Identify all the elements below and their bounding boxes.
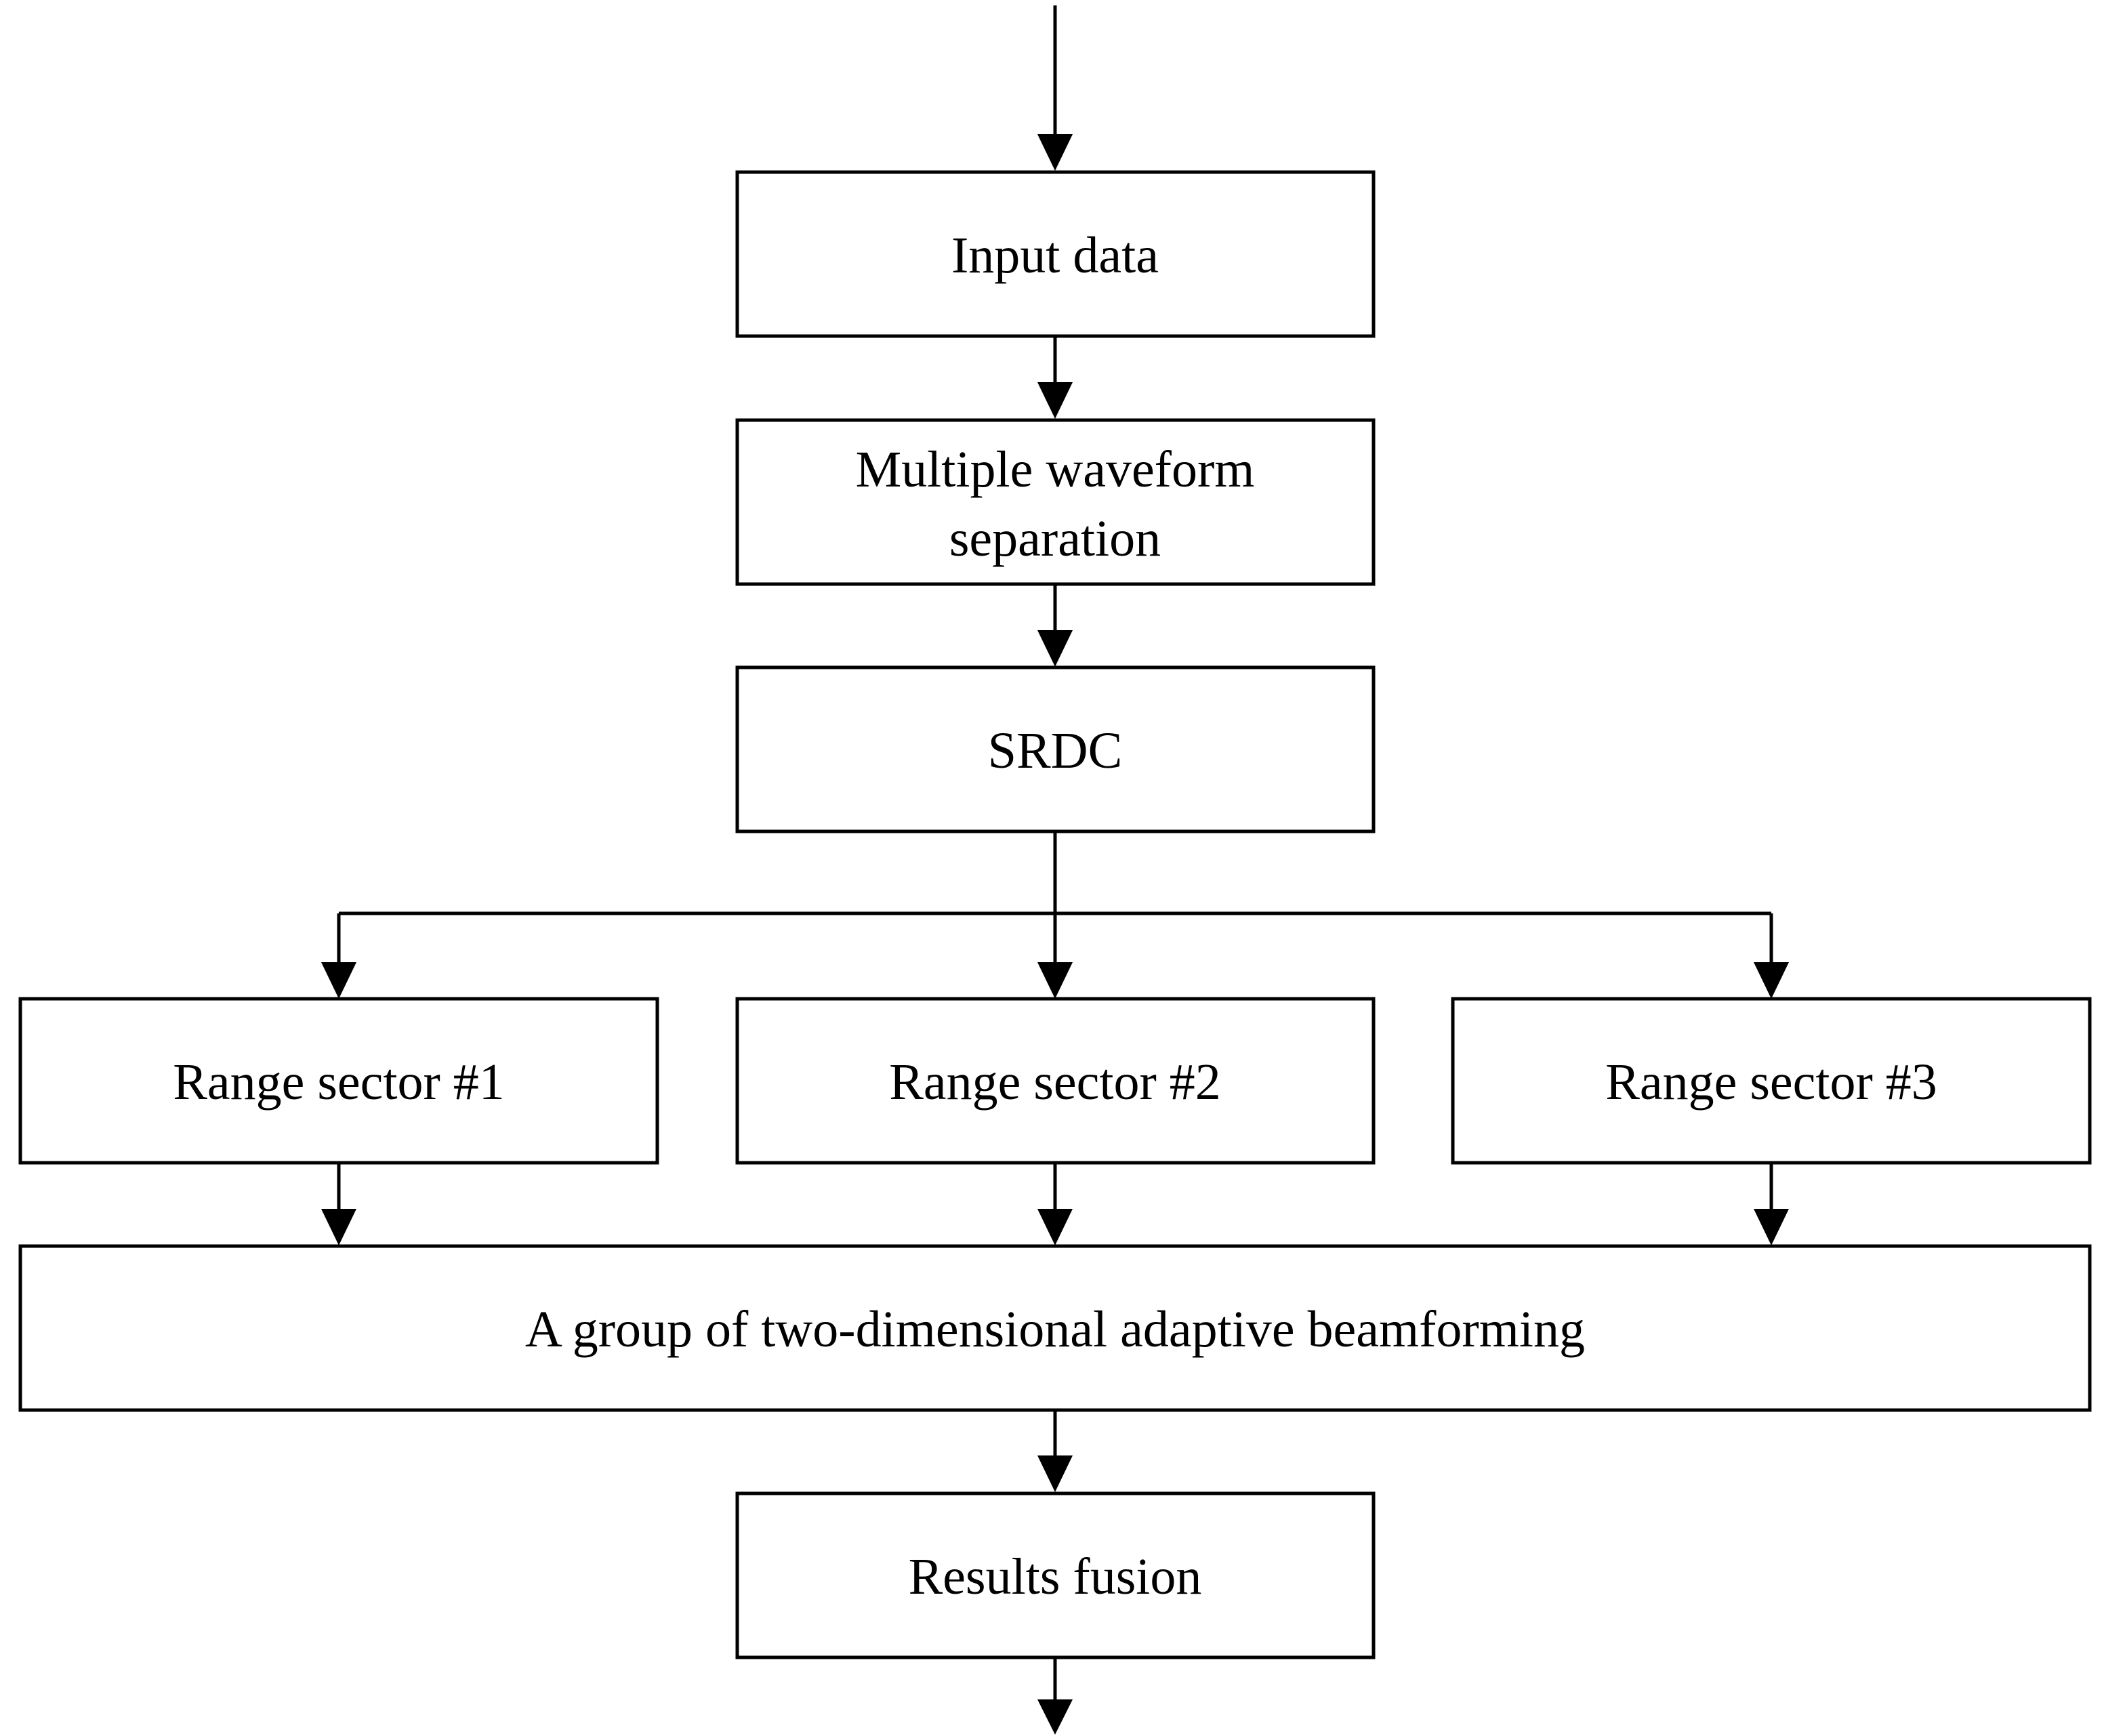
node-range-sector-3: Range sector #3: [1451, 997, 2092, 1165]
beamforming-box: [18, 1244, 2092, 1412]
sector2-to-beamforming-arrowhead: [1037, 1209, 1073, 1245]
node-results-fusion: Results fusion: [735, 1491, 1376, 1659]
srdc-to-sector2-arrowhead: [1037, 962, 1073, 999]
range-sector-2-label: Range sector #2: [889, 1054, 1221, 1111]
node-range-sector-2: Range sector #2: [735, 997, 1376, 1165]
multiple-waveform-separation-label-line1: Multiple waveform: [856, 441, 1255, 498]
multiple-waveform-separation-label-line2: separation: [949, 510, 1161, 567]
input-to-separation-arrowhead: [1037, 382, 1073, 419]
input-data-box: [735, 170, 1376, 338]
multiple-waveform-separation-box: [735, 418, 1376, 586]
range-sector-3-box: [1451, 997, 2092, 1165]
separation-to-srdc-arrowhead: [1037, 630, 1073, 667]
results-fusion-label: Results fusion: [909, 1548, 1202, 1605]
range-sector-1-label: Range sector #1: [173, 1054, 505, 1111]
srdc-box: [735, 665, 1376, 833]
sector1-to-beamforming-arrowhead: [321, 1209, 356, 1245]
range-sector-1-box: [18, 997, 659, 1165]
sector3-to-beamforming-arrowhead: [1754, 1209, 1789, 1245]
range-sector-2-box: [735, 997, 1376, 1165]
srdc-label: SRDC: [988, 722, 1123, 779]
range-sector-3-label: Range sector #3: [1605, 1054, 1937, 1111]
input-data-label: Input data: [951, 227, 1159, 284]
node-multiple-waveform-separation: Multiple waveform separation: [735, 418, 1376, 586]
node-beamforming: A group of two-dimensional adaptive beam…: [18, 1244, 2092, 1412]
exit-arrowhead: [1037, 1699, 1073, 1735]
srdc-to-sector1-arrowhead: [321, 962, 356, 999]
entry-arrowhead: [1037, 134, 1073, 171]
node-srdc: SRDC: [735, 665, 1376, 833]
node-range-sector-1: Range sector #1: [18, 997, 659, 1165]
node-input-data: Input data: [735, 170, 1376, 338]
srdc-to-sector3-arrowhead: [1754, 962, 1789, 999]
results-fusion-box: [735, 1491, 1376, 1659]
beamforming-to-fusion-arrowhead: [1037, 1455, 1073, 1492]
beamforming-label: A group of two-dimensional adaptive beam…: [525, 1301, 1585, 1358]
connectors: [321, 5, 1789, 1735]
